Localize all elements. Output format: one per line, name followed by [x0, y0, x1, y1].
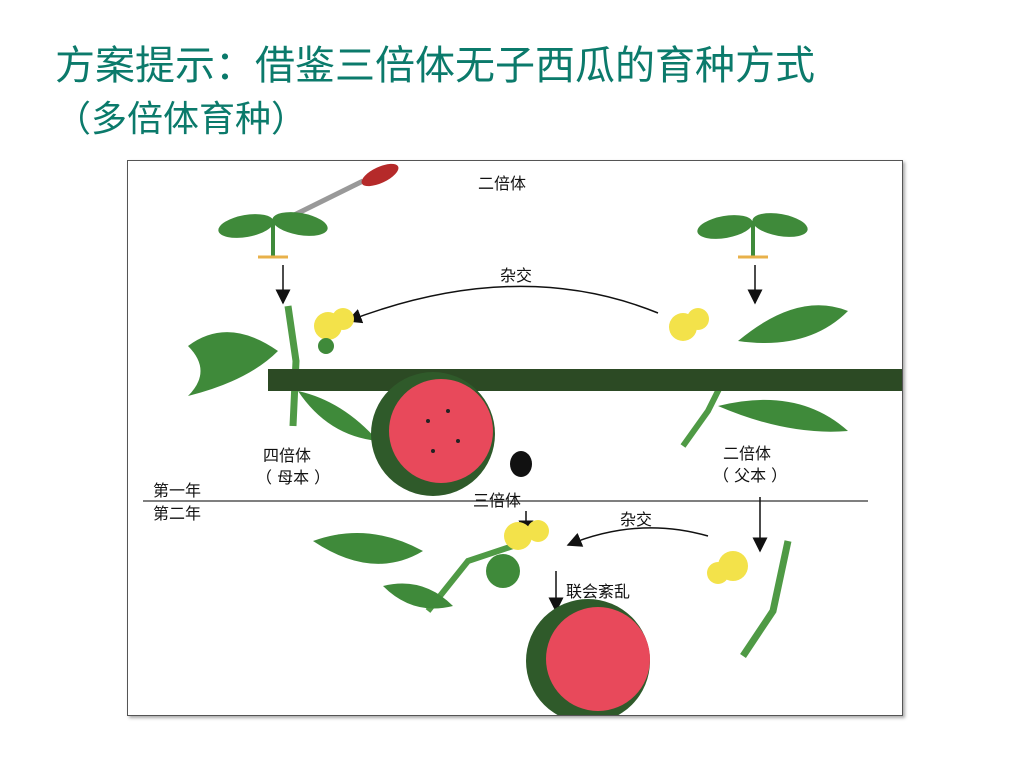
top-label: 二倍体	[478, 174, 526, 193]
subtitle-text: （多倍体育种）	[55, 99, 308, 140]
tetraploid-label: 四倍体	[263, 446, 311, 465]
triploid-label: 三倍体	[473, 491, 521, 510]
year-one-label: 第一年	[153, 481, 201, 500]
slide-title: 方案提示：借鉴三倍体无子西瓜的育种方式 （多倍体育种）	[55, 40, 1015, 146]
triploid-plant-icon	[313, 520, 549, 613]
cross-arrow-bottom	[566, 527, 709, 547]
diagram-canvas: 二倍体 杂交 四倍体 （ 母本 ） 二倍体 （ 父本 ） 第一年 第二年 三倍体…	[143, 163, 902, 715]
tetraploid-plant-icon	[188, 305, 378, 441]
pollen-plant-icon	[707, 540, 792, 658]
seedling-left-icon	[218, 212, 328, 259]
diploid-label: 二倍体	[723, 444, 771, 463]
breeding-diagram: 二倍体 杂交 四倍体 （ 母本 ） 二倍体 （ 父本 ） 第一年 第二年 三倍体…	[127, 160, 903, 716]
mother-label: （ 母本 ）	[256, 468, 330, 487]
year-two-label: 第二年	[153, 504, 201, 523]
cross-arrow-top	[346, 285, 659, 324]
cross-label-1: 杂交	[500, 266, 532, 285]
photo-artifact-band	[268, 369, 902, 391]
synapsis-label: 联会紊乱	[566, 582, 630, 601]
seedling-right-icon	[697, 213, 808, 259]
cross-label-2: 杂交	[620, 510, 652, 529]
seed-icon	[510, 451, 532, 477]
father-label: （ 父本 ）	[713, 466, 787, 485]
watermelon-bottom-icon	[526, 599, 650, 715]
watermelon-top-icon	[371, 372, 495, 496]
title-text: 方案提示：借鉴三倍体无子西瓜的育种方式	[55, 43, 815, 89]
